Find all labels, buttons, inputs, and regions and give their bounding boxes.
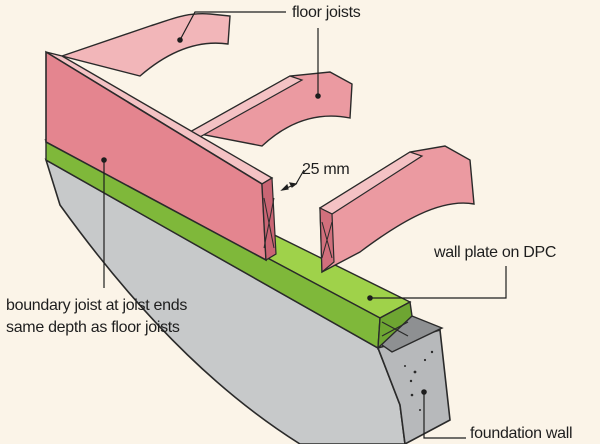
concrete-speckle [404,350,434,411]
floor-joists-label: floor joists [292,4,361,21]
gap-label: 25 mm [302,161,350,178]
cross-bracing-mark [381,321,409,337]
foundation-wall-label: foundation wall [470,425,573,442]
boundary-joist-label-line1: boundary joist at joist ends [6,297,188,314]
floor-joists [59,12,475,274]
wall-plate-label: wall plate on DPC [434,244,557,261]
boundary-joist-label-line2: same depth as floor joists [6,319,180,336]
boundary-joist [45,50,277,262]
gap-dimension-marker [280,169,305,191]
leader-lines [101,11,507,439]
